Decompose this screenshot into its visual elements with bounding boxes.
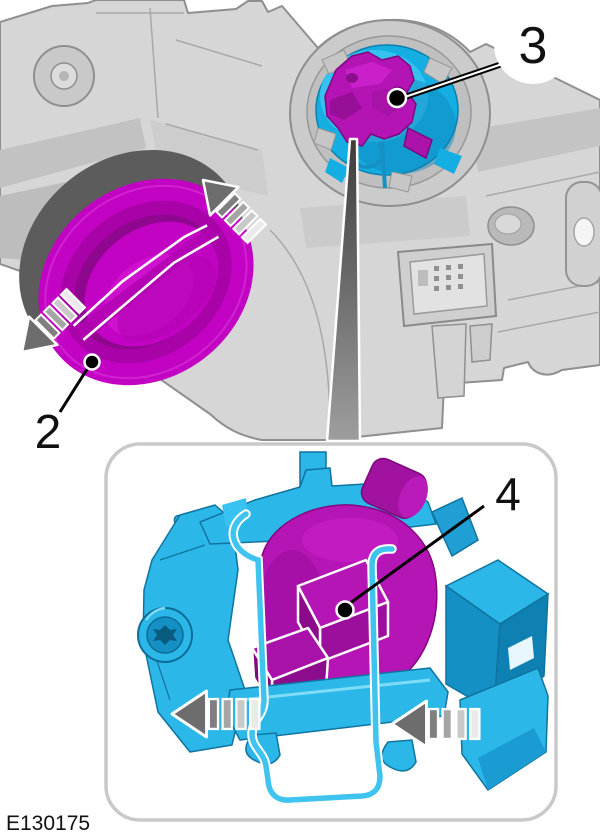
callout-4-label: 4 bbox=[495, 468, 521, 520]
bulb-wiring-stub bbox=[360, 457, 428, 520]
adjuster-boss bbox=[33, 45, 95, 107]
retaining-clip bbox=[228, 509, 397, 805]
figure-id-label: E130175 bbox=[6, 812, 90, 835]
bulb-access-cover bbox=[38, 178, 254, 386]
holder-left-bracket bbox=[137, 504, 246, 753]
callout-dot-icon bbox=[335, 600, 355, 620]
holder-connector-block bbox=[444, 559, 550, 792]
zoom-wedge-pointer-icon bbox=[325, 137, 362, 443]
callout-2: 2 bbox=[35, 353, 101, 459]
electrical-connector bbox=[396, 242, 498, 399]
callout-4: 4 bbox=[335, 468, 521, 620]
callout-3-label: 3 bbox=[519, 17, 548, 75]
callout-dot-icon bbox=[83, 353, 101, 371]
torx-screw bbox=[137, 606, 193, 663]
detail-view bbox=[137, 451, 550, 805]
callout-balloon-icon bbox=[494, 6, 572, 84]
callout-3: 3 bbox=[386, 6, 572, 109]
callout-2-label: 2 bbox=[35, 406, 62, 459]
callout-dot-icon bbox=[386, 87, 408, 109]
